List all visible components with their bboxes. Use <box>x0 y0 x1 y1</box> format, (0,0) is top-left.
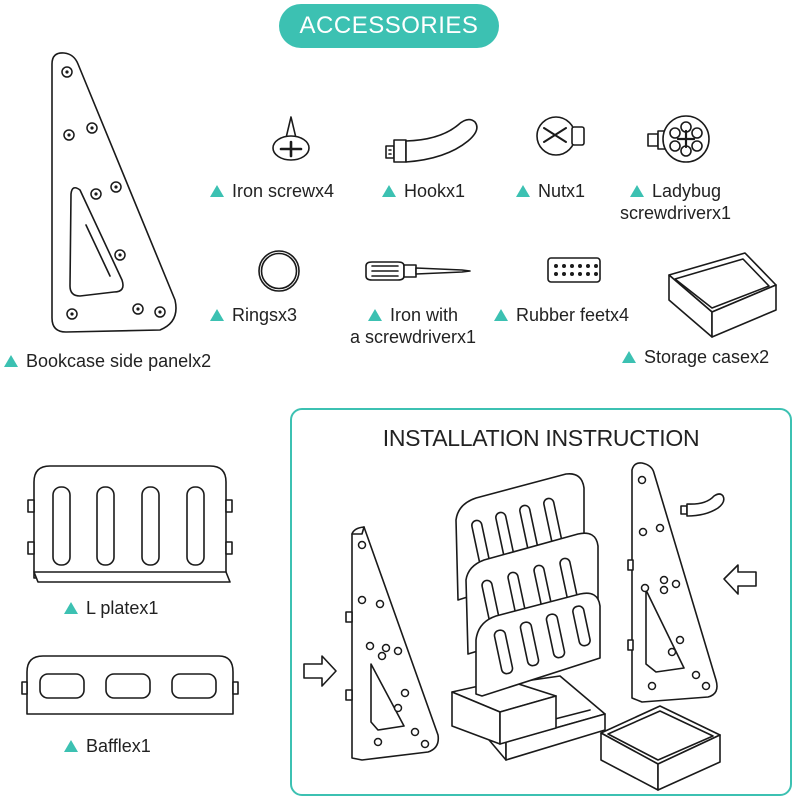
storage-case-icon <box>669 253 776 337</box>
arrow-left-icon <box>724 565 756 594</box>
baffle-label: Bafflex1 <box>64 735 151 757</box>
rubber-feet-icon <box>548 258 600 282</box>
side-panel-icon <box>52 53 176 332</box>
l-plate-label: L platex1 <box>64 597 158 619</box>
l-plate-icon <box>28 466 232 582</box>
install-baffle-front <box>476 593 600 696</box>
iron-screw-label: Iron screwx4 <box>210 180 334 202</box>
storage-case-label: Storage casex2 <box>622 346 769 368</box>
rings-label: Ringsx3 <box>210 304 297 326</box>
ladybug-screwdriver-icon <box>648 116 709 162</box>
screwdriver-icon <box>366 262 470 280</box>
screw-icon <box>273 117 309 160</box>
ladybug-screwdriver-label: Ladybug screwdriverx1 <box>620 181 732 223</box>
hook-label: Hookx1 <box>382 180 465 202</box>
hook-icon <box>386 120 477 162</box>
arrow-right-icon <box>304 656 336 686</box>
nut-icon <box>537 117 584 155</box>
accessories-title: ACCESSORIES <box>279 4 499 48</box>
install-hook-icon <box>681 494 724 516</box>
iron-screwdriver-label: Iron with a screwdriverx1 <box>349 305 477 347</box>
baffle-icon <box>22 656 238 714</box>
installation-title: INSTALLATION INSTRUCTION <box>382 425 700 451</box>
right-side-panel <box>628 463 717 702</box>
installation-box <box>290 408 792 796</box>
side-panel-label: Bookcase side panelx2 <box>4 350 211 372</box>
install-storage-case-loose <box>601 706 720 790</box>
left-side-panel <box>346 527 438 760</box>
rubber-feet-label: Rubber feetx4 <box>494 304 629 326</box>
ring-icon <box>259 251 299 291</box>
nut-label: Nutx1 <box>516 180 585 202</box>
